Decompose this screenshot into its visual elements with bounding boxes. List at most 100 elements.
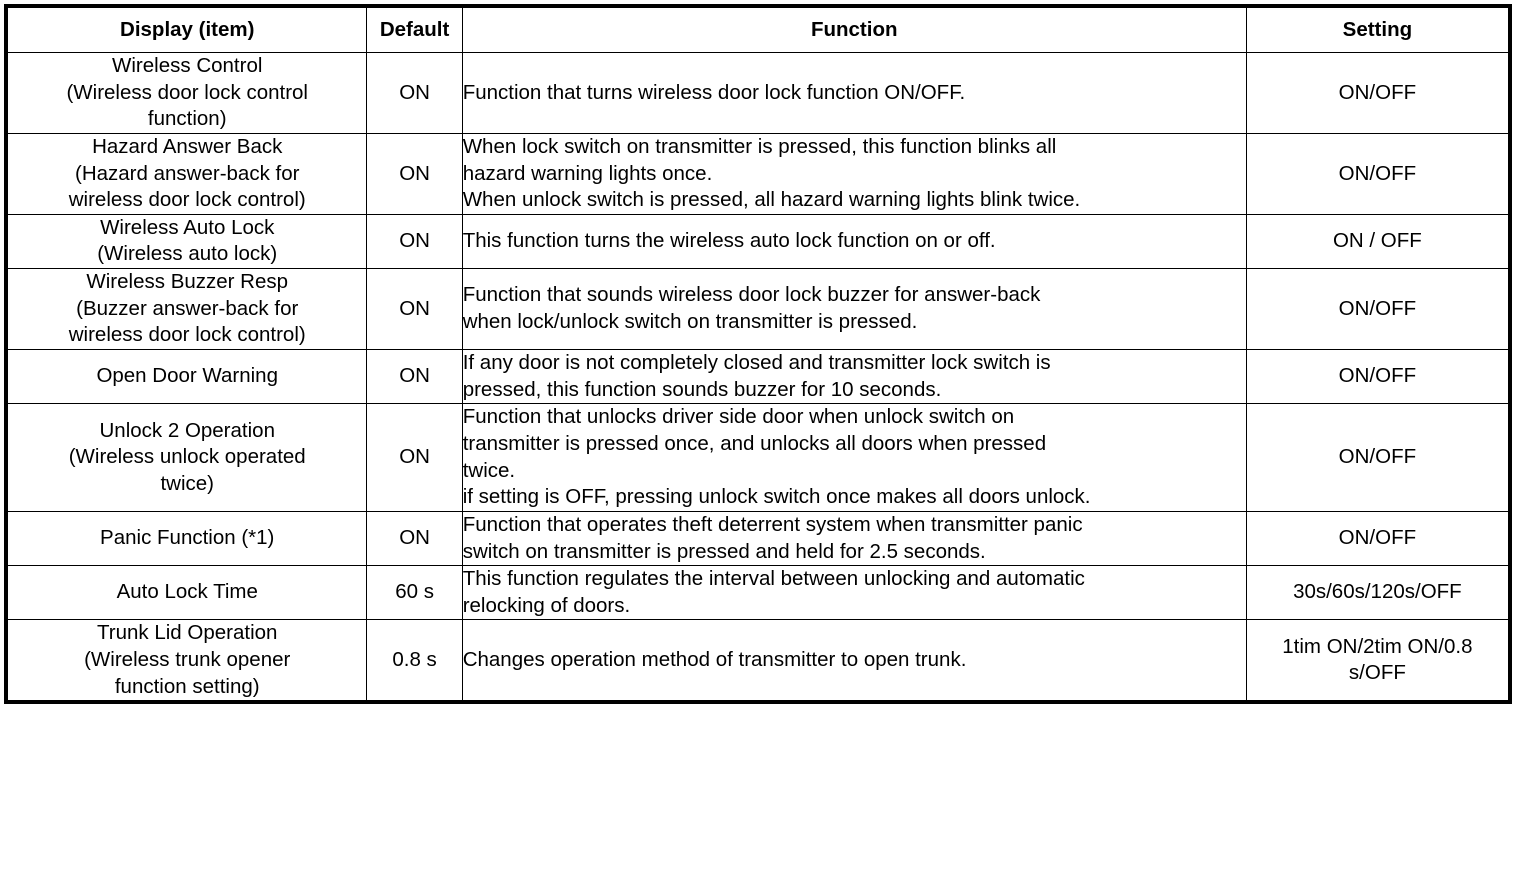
cell-display-item: Open Door Warning <box>5 349 368 405</box>
table-row: Trunk Lid Operation (Wireless trunk opene… <box>5 619 1511 703</box>
cell-setting-options-line: ON/OFF <box>1338 445 1417 469</box>
cell-display-item-line: Panic Function (*1) <box>100 526 275 550</box>
cell-function-description-line: Function that turns wireless door lock f… <box>462 80 966 104</box>
cell-display-item-line: (Wireless auto lock) <box>97 242 278 266</box>
cell-display-item-line: Trunk Lid Operation <box>97 621 278 645</box>
cell-display-item-line: Hazard Answer Back <box>92 134 283 158</box>
cell-default-value: ON <box>366 268 463 351</box>
cell-function-description-line: Function that unlocks driver side door w… <box>462 405 1015 429</box>
cell-setting-options-line: 1tim ON/2tim ON/0.8 <box>1282 634 1473 658</box>
cell-function-description: Function that operates theft deterrent s… <box>461 510 1247 567</box>
cell-function-description: Function that unlocks driver side door w… <box>461 403 1247 512</box>
cell-setting-options-line: ON / OFF <box>1332 229 1422 253</box>
cell-setting-options-line: ON/OFF <box>1338 364 1417 388</box>
cell-setting-options: ON/OFF <box>1245 403 1511 512</box>
cell-function-description-line: transmitter is pressed once, and unlocks… <box>462 431 1047 455</box>
cell-display-item-line: (Wireless door lock control <box>66 80 308 104</box>
cell-setting-options: ON/OFF <box>1245 52 1511 134</box>
cell-setting-options-line: ON/OFF <box>1338 296 1417 320</box>
cell-function-description-line: when lock/unlock switch on transmitter i… <box>462 310 918 334</box>
cell-function-description: This function regulates the interval bet… <box>461 565 1247 621</box>
table-row: Wireless Control(Wireless door lock cont… <box>5 52 1511 134</box>
cell-setting-options: ON/OFF <box>1245 268 1511 351</box>
cell-function-description-line: relocking of doors. <box>462 593 631 617</box>
cell-function-description-line: This function regulates the interval bet… <box>462 567 1085 591</box>
cell-setting-options: ON / OFF <box>1245 213 1511 270</box>
cell-display-item-line: Open Door Warning <box>96 364 278 388</box>
cell-display-item: Wireless Buzzer Resp(Buzzer answer-back … <box>5 268 368 351</box>
cell-default-value: ON <box>366 52 463 134</box>
cell-display-item-line: Wireless Auto Lock <box>100 215 275 239</box>
cell-function-description-line: Function that sounds wireless door lock … <box>462 283 1041 307</box>
cell-function-description-line: Changes operation method of transmitter … <box>462 648 967 672</box>
cell-function-description: Function that turns wireless door lock f… <box>461 52 1247 134</box>
cell-function-description-line: When lock switch on transmitter is press… <box>462 134 1057 158</box>
cell-default-value: ON <box>366 213 463 270</box>
cell-function-description-line: If any door is not completely closed and… <box>462 351 1051 375</box>
cell-function-description: Changes operation method of transmitter … <box>461 619 1247 703</box>
cell-display-item-line: wireless door lock control) <box>68 323 306 347</box>
cell-display-item-line: (Wireless unlock operated <box>68 445 306 469</box>
cell-default-value: ON <box>366 510 463 567</box>
cell-display-item: Panic Function (*1) <box>5 510 368 567</box>
cell-setting-options-line: ON/OFF <box>1338 161 1417 185</box>
cell-display-item-line: wireless door lock control) <box>68 188 306 212</box>
cell-display-item-line: function setting) <box>114 674 260 698</box>
table-row: Wireless Buzzer Resp(Buzzer answer-back … <box>5 268 1511 351</box>
cell-function-description-line: hazard warning lights once. <box>462 161 713 185</box>
cell-setting-options-line: ON/OFF <box>1338 526 1417 550</box>
cell-function-description-line: if setting is OFF, pressing unlock switc… <box>462 485 1091 509</box>
cell-display-item: Auto Lock Time <box>5 565 368 621</box>
cell-setting-options-line: ON/OFF <box>1338 80 1417 104</box>
cell-function-description-line: switch on transmitter is pressed and hel… <box>462 539 986 563</box>
cell-display-item: Wireless Control(Wireless door lock cont… <box>5 52 368 134</box>
cell-display-item: Trunk Lid Operation (Wireless trunk opene… <box>5 619 368 703</box>
cell-display-item-line: (Buzzer answer-back for <box>76 296 299 320</box>
table-row: Unlock 2 Operation (Wireless unlock opera… <box>5 403 1511 512</box>
table-body: Wireless Control(Wireless door lock cont… <box>5 52 1511 703</box>
cell-function-description-line: twice. <box>462 458 516 482</box>
cell-display-item-line: function) <box>147 107 227 131</box>
cell-default-value: 0.8 s <box>366 619 463 703</box>
cell-function-description-line: pressed, this function sounds buzzer for… <box>462 377 942 401</box>
column-header-display: Display (item) <box>5 5 368 53</box>
cell-function-description-line: When unlock switch is pressed, all hazar… <box>462 188 1081 212</box>
column-header-setting: Setting <box>1245 5 1511 53</box>
cell-setting-options: ON/OFF <box>1245 132 1511 215</box>
cell-setting-options: 1tim ON/2tim ON/0.8 s/OFF <box>1245 619 1511 703</box>
cell-function-description-line: Function that operates theft deterrent s… <box>462 512 1083 536</box>
cell-function-description: If any door is not completely closed and… <box>461 349 1247 405</box>
cell-default-value: ON <box>366 132 463 215</box>
cell-display-item: Wireless Auto Lock (Wireless auto lock) <box>5 213 368 270</box>
cell-display-item-line: Wireless Buzzer Resp <box>86 270 289 294</box>
cell-display-item: Unlock 2 Operation (Wireless unlock opera… <box>5 403 368 512</box>
cell-setting-options: ON/OFF <box>1245 510 1511 567</box>
table-header: Display (item) Default Function Setting <box>5 5 1511 53</box>
cell-default-value: 60 s <box>366 565 463 621</box>
cell-default-value: ON <box>366 403 463 512</box>
cell-display-item-line: (Hazard answer-back for <box>75 161 300 185</box>
cell-setting-options: ON/OFF <box>1245 349 1511 405</box>
cell-function-description-line: This function turns the wireless auto lo… <box>462 229 996 253</box>
cell-display-item-line: twice) <box>160 471 214 495</box>
cell-function-description: This function turns the wireless auto lo… <box>461 213 1247 270</box>
column-header-function: Function <box>461 5 1247 53</box>
cell-display-item-line: Auto Lock Time <box>116 580 258 604</box>
cell-display-item-line: Unlock 2 Operation <box>99 418 275 442</box>
column-header-default: Default <box>366 5 463 53</box>
cell-default-value: ON <box>366 349 463 405</box>
cell-setting-options-line: s/OFF <box>1348 661 1406 685</box>
customize-function-table: Display (item) Default Function Setting … <box>4 4 1512 705</box>
cell-setting-options: 30s/60s/120s/OFF <box>1245 565 1511 621</box>
cell-setting-options-line: 30s/60s/120s/OFF <box>1293 580 1462 604</box>
cell-function-description: Function that sounds wireless door lock … <box>461 268 1247 351</box>
cell-function-description: When lock switch on transmitter is press… <box>461 132 1247 215</box>
table-row: Hazard Answer Back (Hazard answer-back fo… <box>5 132 1511 215</box>
cell-display-item-line: (Wireless trunk opener <box>84 648 291 672</box>
cell-display-item: Hazard Answer Back (Hazard answer-back fo… <box>5 132 368 215</box>
table-row: Wireless Auto Lock (Wireless auto lock) ON… <box>5 213 1511 270</box>
